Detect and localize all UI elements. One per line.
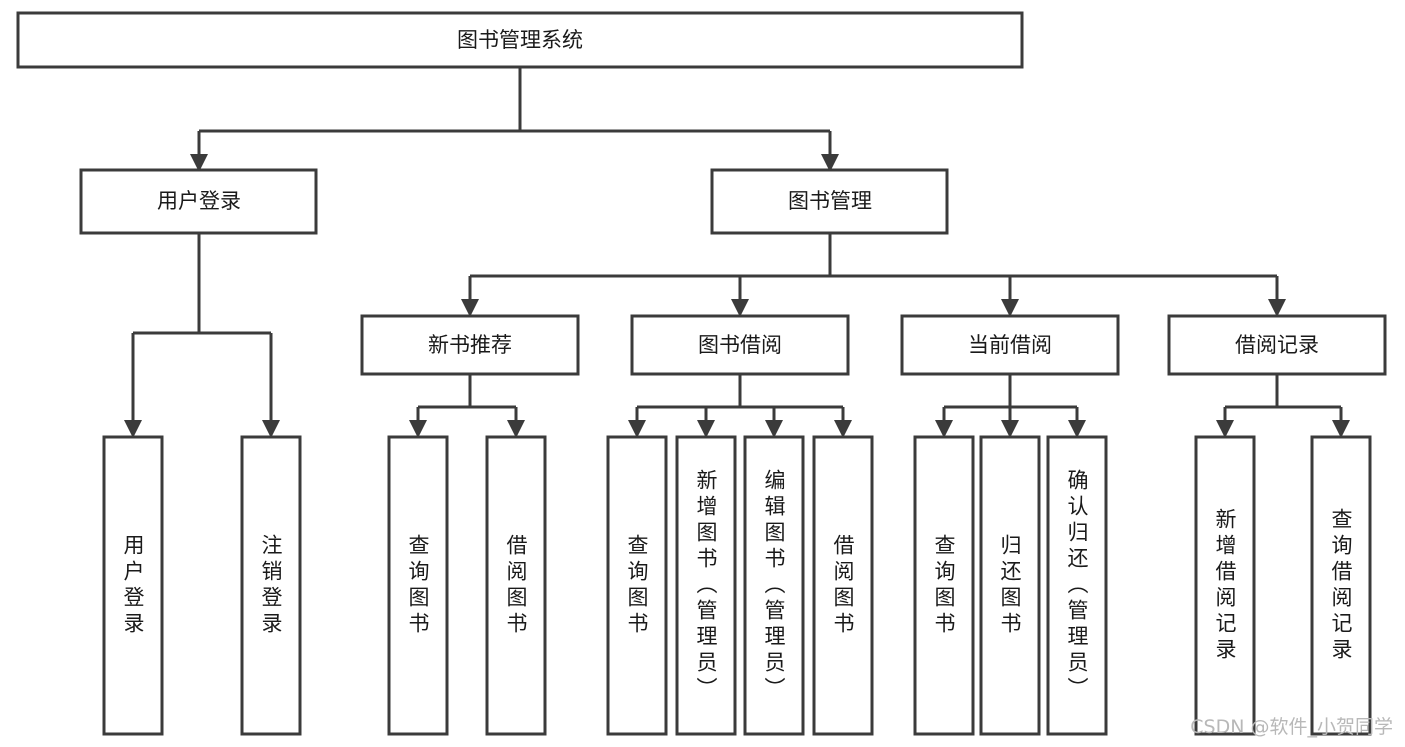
leaf-records-add-box[interactable] — [1194, 435, 1256, 736]
leaf-newbook-borrow-box[interactable] — [485, 435, 547, 736]
arrowhead-leaf-records-1 — [1216, 420, 1234, 438]
leaf-records-query-label: 查询借阅记录 — [1329, 508, 1353, 664]
arrowhead-new-book — [461, 299, 479, 317]
arrowhead-leaf-current-2 — [1001, 420, 1019, 438]
csdn-watermark: CSDN @软件_小贺同学 — [1190, 716, 1393, 738]
arrowhead-book-borrow — [731, 299, 749, 317]
leaf-current-return-box[interactable] — [979, 435, 1041, 736]
node-new-book-recommend-box[interactable] — [360, 314, 580, 376]
node-current-borrow[interactable]: 当前借阅 — [900, 314, 1120, 376]
node-user-login-box[interactable] — [79, 168, 318, 235]
node-new-book-recommend-label: 新书推荐 — [428, 333, 512, 357]
leaf-borrow-query[interactable]: 查询图书 — [606, 435, 668, 736]
edge-layer — [124, 67, 1350, 438]
arrowhead-leaf-user-login-2 — [262, 420, 280, 438]
leaf-records-query[interactable]: 查询借阅记录 — [1310, 435, 1372, 736]
node-borrow-records-box[interactable] — [1167, 314, 1387, 376]
leaf-borrow-add-label: 新增图书（管理员） — [694, 469, 718, 703]
leaf-user-login-logout-label: 注销登录 — [259, 534, 283, 638]
leaf-current-confirm-return-box[interactable] — [1046, 435, 1108, 736]
arrowhead-user-login — [190, 154, 208, 172]
leaf-newbook-query-label: 查询图书 — [406, 534, 430, 638]
node-borrow-records[interactable]: 借阅记录 — [1167, 314, 1387, 376]
arrowhead-leaf-borrow-1 — [628, 420, 646, 438]
node-current-borrow-label: 当前借阅 — [968, 333, 1052, 357]
node-user-login-label: 用户登录 — [157, 189, 241, 213]
arrowhead-leaf-borrow-2 — [697, 420, 715, 438]
leaf-records-query-box[interactable] — [1310, 435, 1372, 736]
node-book-borrow-box[interactable] — [630, 314, 850, 376]
arrowhead-leaf-newbook-1 — [409, 420, 427, 438]
node-borrow-records-label: 借阅记录 — [1235, 333, 1319, 357]
leaf-current-return[interactable]: 归还图书 — [979, 435, 1041, 736]
leaf-borrow-query-label: 查询图书 — [625, 534, 649, 638]
arrowhead-leaf-borrow-4 — [834, 420, 852, 438]
leaf-current-query-box[interactable] — [913, 435, 975, 736]
leaf-borrow-edit-label: 编辑图书（管理员） — [762, 469, 786, 703]
arrowhead-current-borrow — [1001, 299, 1019, 317]
node-book-management[interactable]: 图书管理 — [710, 168, 949, 235]
leaf-borrow-edit[interactable]: 编辑图书（管理员） — [743, 435, 805, 736]
arrowhead-leaf-current-3 — [1068, 420, 1086, 438]
node-current-borrow-box[interactable] — [900, 314, 1120, 376]
leaf-current-query[interactable]: 查询图书 — [913, 435, 975, 736]
node-book-borrow[interactable]: 图书借阅 — [630, 314, 850, 376]
leaf-newbook-borrow-label: 借阅图书 — [504, 534, 528, 638]
arrowhead-leaf-borrow-3 — [765, 420, 783, 438]
node-book-borrow-label: 图书借阅 — [698, 333, 782, 357]
leaf-current-query-label: 查询图书 — [932, 534, 956, 638]
leaf-borrow-borrow[interactable]: 借阅图书 — [812, 435, 874, 736]
leaf-borrow-borrow-box[interactable] — [812, 435, 874, 736]
leaf-user-login-logout-box[interactable] — [240, 435, 302, 736]
arrowhead-leaf-user-login-1 — [124, 420, 142, 438]
node-root-system-box[interactable] — [16, 11, 1024, 69]
leaf-records-add-label: 新增借阅记录 — [1213, 508, 1237, 664]
leaf-borrow-add-box[interactable] — [675, 435, 737, 736]
arrowhead-leaf-records-2 — [1332, 420, 1350, 438]
leaf-user-login-login[interactable]: 用户登录 — [102, 435, 164, 736]
leaf-borrow-borrow-label: 借阅图书 — [831, 534, 855, 638]
arrowhead-leaf-newbook-2 — [507, 420, 525, 438]
leaf-newbook-query[interactable]: 查询图书 — [387, 435, 449, 736]
leaf-newbook-borrow[interactable]: 借阅图书 — [485, 435, 547, 736]
leaf-user-login-logout[interactable]: 注销登录 — [240, 435, 302, 736]
node-book-management-label: 图书管理 — [788, 189, 872, 213]
leaf-borrow-query-box[interactable] — [606, 435, 668, 736]
leaf-records-add[interactable]: 新增借阅记录 — [1194, 435, 1256, 736]
arrowhead-borrow-records — [1268, 299, 1286, 317]
leaf-user-login-login-box[interactable] — [102, 435, 164, 736]
node-user-login[interactable]: 用户登录 — [79, 168, 318, 235]
node-new-book-recommend[interactable]: 新书推荐 — [360, 314, 580, 376]
node-root-system[interactable]: 图书管理系统 — [16, 11, 1024, 69]
leaf-user-login-login-label: 用户登录 — [121, 534, 145, 638]
leaf-newbook-query-box[interactable] — [387, 435, 449, 736]
leaf-current-return-label: 归还图书 — [998, 534, 1022, 638]
node-book-management-box[interactable] — [710, 168, 949, 235]
arrowhead-leaf-current-1 — [935, 420, 953, 438]
arrowhead-book-mgmt — [821, 154, 839, 172]
leaf-borrow-add[interactable]: 新增图书（管理员） — [675, 435, 737, 736]
leaf-borrow-edit-box[interactable] — [743, 435, 805, 736]
node-root-system-label: 图书管理系统 — [457, 28, 583, 52]
leaf-current-confirm-return-label: 确认归还（管理员） — [1065, 469, 1089, 703]
leaf-current-confirm-return[interactable]: 确认归还（管理员） — [1046, 435, 1108, 736]
